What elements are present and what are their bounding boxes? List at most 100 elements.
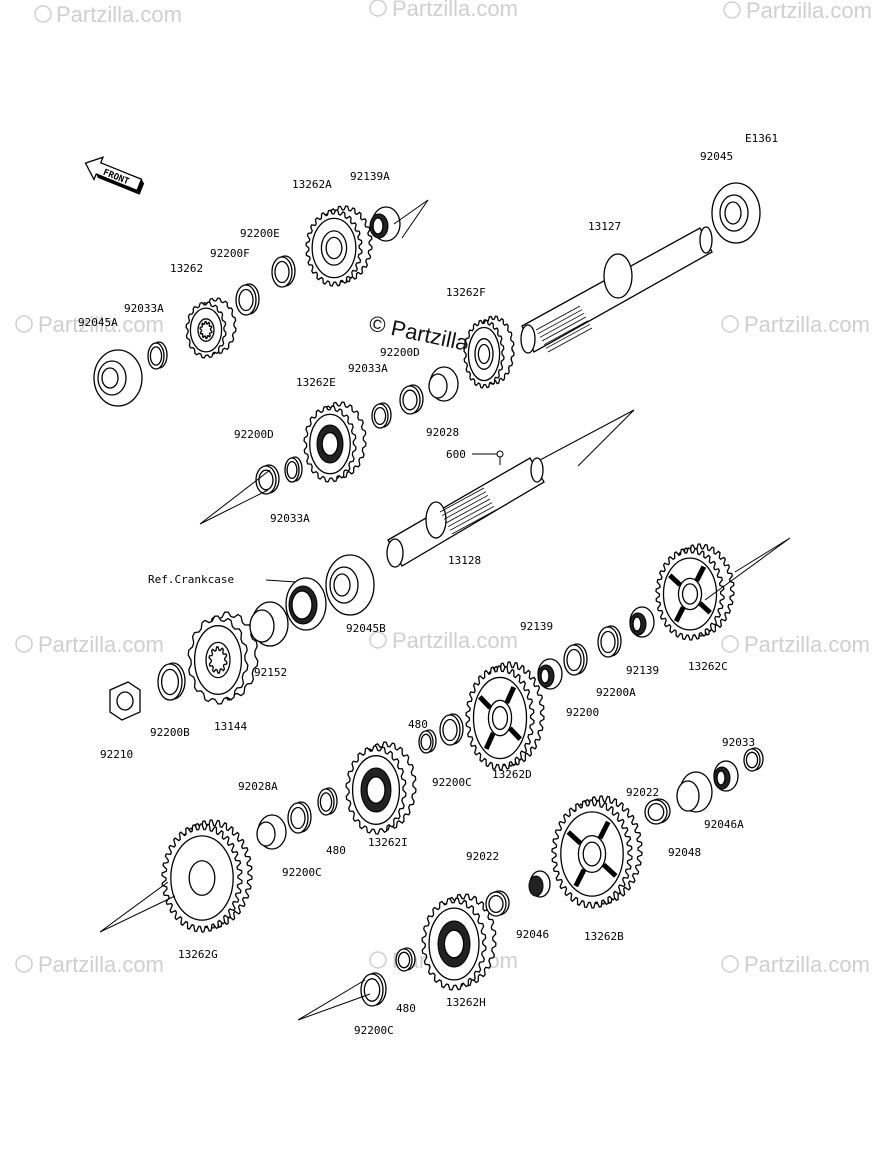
circlip-92033a-2: [371, 402, 392, 429]
label-92200c-3: 92200C: [354, 1024, 394, 1037]
gear-13262a: [305, 205, 373, 287]
washer-92200c-3: [360, 972, 387, 1007]
circlip-480-3: [395, 947, 416, 972]
svg-text:Partzilla.com: Partzilla.com: [744, 632, 870, 657]
watermark: Partzilla.com: [15, 952, 164, 977]
label-92033: 92033: [722, 736, 755, 749]
collar-92048: [676, 771, 713, 813]
label-13262f: 13262F: [446, 286, 486, 299]
washer-92200c-2: [287, 801, 312, 834]
gear-13262b: [551, 795, 643, 909]
label-13262c: 13262C: [688, 660, 728, 673]
label-92139a: 92139A: [350, 170, 390, 183]
label-92045b: 92045B: [346, 622, 386, 635]
label-13262a: 13262A: [292, 178, 332, 191]
label-92210: 92210: [100, 748, 133, 761]
label-13262h: 13262H: [446, 996, 486, 1009]
circlip-92033: [743, 747, 764, 772]
svg-text:Partzilla.com: Partzilla.com: [744, 312, 870, 337]
front-arrow-icon: FRONT: [84, 156, 145, 195]
label-92022-1: 92022: [626, 786, 659, 799]
watermark: Partzilla.com: [721, 632, 870, 657]
circlip-92033a-1: [147, 341, 168, 370]
label-92033a-3: 92033A: [270, 512, 310, 525]
washer-92022-1: [644, 798, 671, 825]
label-92048: 92048: [668, 846, 701, 859]
needle-bearing-92046: [528, 870, 551, 898]
washer-92200b: [157, 662, 186, 701]
svg-text:Partzilla.com: Partzilla.com: [744, 952, 870, 977]
bearing-92045b: [325, 554, 375, 616]
label-92045: 92045: [700, 150, 733, 163]
label-92152: 92152: [254, 666, 287, 679]
label-92139-1: 92139: [520, 620, 553, 633]
svg-text:Partzilla.com: Partzilla.com: [392, 0, 518, 21]
label-13128: 13128: [448, 554, 481, 567]
label-13262e: 13262E: [296, 376, 336, 389]
collar-92028: [428, 366, 459, 402]
shaft-13127: [520, 226, 713, 354]
label-92200e: 92200E: [240, 227, 280, 240]
oil-seal-ref-crankcase: [285, 577, 327, 631]
gear-13262c: [655, 543, 735, 641]
label-480-1: 480: [408, 718, 428, 731]
shaft-13128: [386, 457, 545, 568]
washer-92200d-2: [255, 464, 280, 495]
gear-13262g: [161, 819, 253, 933]
washer-92022-2: [485, 890, 510, 917]
label-92200: 92200: [566, 706, 599, 719]
label-600: 600: [446, 448, 466, 461]
needle-bearing-92139-2: [629, 606, 655, 638]
gear-13262f: [463, 315, 515, 389]
washer-92200f: [235, 283, 260, 316]
watermark: Partzilla.com: [369, 0, 518, 21]
watermark: Partzilla.com: [369, 628, 518, 653]
label-92033a-2: 92033A: [348, 362, 388, 375]
bearing-92045a: [93, 349, 143, 407]
diagram-code: E1361: [745, 132, 778, 145]
leader-lines: [99, 199, 791, 1021]
circlip-480-2: [317, 787, 338, 816]
label-92028: 92028: [426, 426, 459, 439]
gear-13262d: [465, 661, 545, 771]
label-92200d-1: 92200D: [380, 346, 420, 359]
gear-13262: [185, 297, 237, 359]
bearing-92045: [711, 182, 761, 244]
svg-text:Partzilla.com: Partzilla.com: [38, 632, 164, 657]
gear-13262e: [303, 401, 367, 483]
needle-bearing-92139-1: [537, 658, 563, 690]
watermark: Partzilla.com: [721, 312, 870, 337]
watermark: Partzilla.com: [15, 632, 164, 657]
label-92200a: 92200A: [596, 686, 636, 699]
svg-text:Partzilla.com: Partzilla.com: [38, 952, 164, 977]
watermark: Partzilla.com: [34, 2, 182, 27]
collar-92028a: [256, 814, 287, 850]
label-13262i: 13262I: [368, 836, 408, 849]
label-92046: 92046: [516, 928, 549, 941]
svg-text:Partzilla.com: Partzilla.com: [746, 0, 872, 23]
svg-text:Partzilla.com: Partzilla.com: [38, 312, 164, 337]
needle-bearing-92139a: [369, 206, 401, 242]
svg-text:Partzilla.com: Partzilla.com: [392, 628, 518, 653]
washer-92200a: [597, 625, 622, 658]
label-92028a: 92028A: [238, 780, 278, 793]
nut-92210: [109, 681, 141, 721]
washer-92200e: [271, 255, 296, 288]
circlip-480-1: [418, 729, 437, 754]
gear-13262i: [345, 741, 417, 835]
watermark: Partzilla.com: [723, 0, 872, 23]
needle-bearing-92046a: [713, 760, 739, 792]
collar-92152: [249, 601, 289, 647]
washer-92200d-1: [399, 384, 424, 415]
label-92200c-1: 92200C: [432, 776, 472, 789]
watermark: Partzilla.com: [15, 312, 164, 337]
label-92139-2: 92139: [626, 664, 659, 677]
label-92046a: 92046A: [704, 818, 744, 831]
label-ref-crankcase: Ref.Crankcase: [148, 573, 234, 586]
part-labels: 13262A 92139A 92045 92200E 92200F 13262 …: [78, 150, 755, 1037]
label-92200c-2: 92200C: [282, 866, 322, 879]
label-13262b: 13262B: [584, 930, 624, 943]
washer-92200: [563, 643, 588, 676]
watermark: Partzilla.com: [721, 952, 870, 977]
